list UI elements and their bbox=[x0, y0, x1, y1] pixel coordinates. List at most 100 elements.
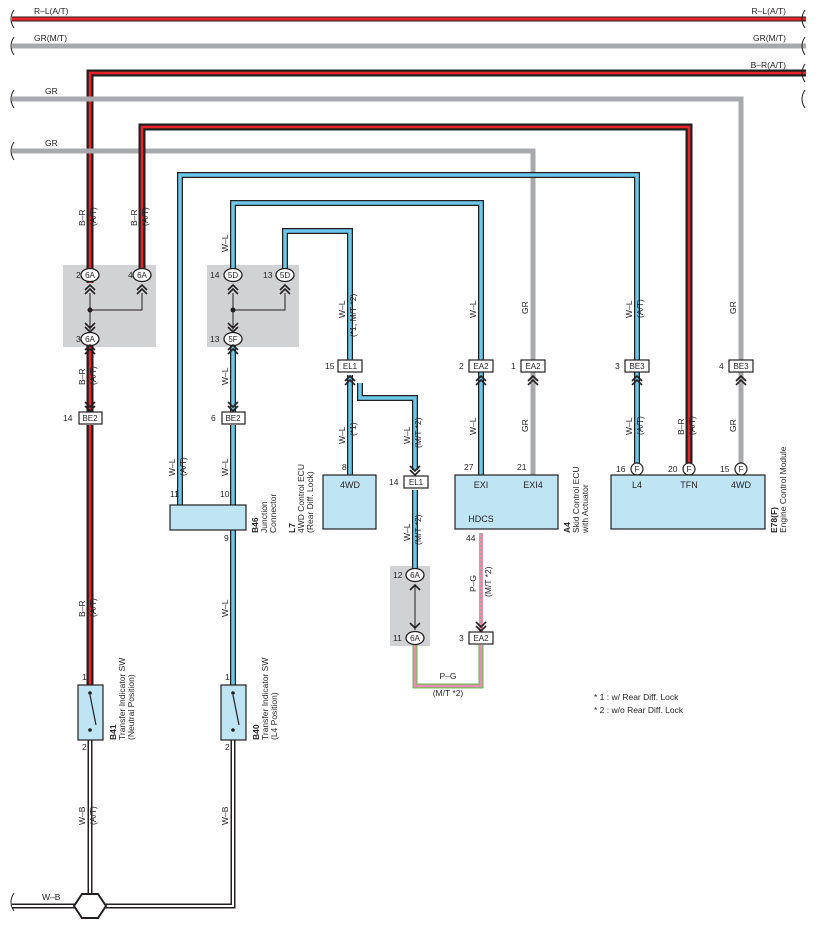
svg-text:BE2: BE2 bbox=[225, 414, 241, 423]
svg-text:W–L: W–L bbox=[167, 458, 177, 476]
e78-terminal-tfn: TFN bbox=[680, 480, 698, 490]
wire-gr-1 bbox=[12, 96, 744, 360]
svg-text:1: 1 bbox=[82, 672, 87, 682]
svg-text:(L4 Position): (L4 Position) bbox=[269, 692, 279, 740]
svg-text:W–L: W–L bbox=[337, 426, 347, 444]
svg-text:Skid Control ECU: Skid Control ECU bbox=[571, 466, 581, 533]
svg-text:W–L: W–L bbox=[220, 599, 230, 617]
e78-terminal-l4: L4 bbox=[632, 480, 642, 490]
svg-text:(M/T *2): (M/T *2) bbox=[413, 514, 423, 545]
wire-wb bbox=[12, 740, 236, 909]
svg-text:9: 9 bbox=[224, 533, 229, 543]
b46-junction-box bbox=[169, 504, 247, 531]
pin-numbers: 2 4 3 14 11 10 9 14 13 13 6 15 8 14 12 1… bbox=[63, 270, 730, 752]
svg-text:F: F bbox=[687, 465, 692, 474]
e78-terminal-4wd: 4WD bbox=[731, 480, 752, 490]
svg-text:(Neutral Position): (Neutral Position) bbox=[126, 674, 136, 740]
svg-text:4WD Control ECU: 4WD Control ECU bbox=[296, 464, 306, 533]
svg-text:(*1): (*1) bbox=[348, 422, 358, 436]
svg-text:(Rear Diff. Lock): (Rear Diff. Lock) bbox=[305, 471, 315, 533]
svg-text:BE3: BE3 bbox=[733, 362, 749, 371]
svg-text:Connector: Connector bbox=[268, 494, 278, 533]
svg-text:A4: A4 bbox=[562, 522, 572, 533]
svg-text:5F: 5F bbox=[228, 335, 237, 344]
svg-text:21: 21 bbox=[517, 462, 527, 472]
svg-text:3: 3 bbox=[615, 361, 620, 371]
svg-text:(A/T): (A/T) bbox=[88, 806, 98, 825]
svg-text:14: 14 bbox=[210, 270, 220, 280]
svg-text:2: 2 bbox=[76, 270, 81, 280]
svg-text:BE3: BE3 bbox=[629, 362, 645, 371]
a4-terminal-exi: EXI bbox=[474, 480, 489, 490]
svg-text:W–B: W–B bbox=[220, 806, 230, 825]
svg-text:2: 2 bbox=[225, 742, 230, 752]
vertical-wire-labels: B–R (A/T) B–R (A/T) B–R (A/T) B–R (A/T) … bbox=[77, 207, 738, 825]
chevron-marks bbox=[84, 283, 747, 633]
label-wb-ground: W–B bbox=[42, 892, 61, 902]
svg-text:6A: 6A bbox=[137, 271, 147, 280]
e78-ecm-box bbox=[610, 474, 766, 530]
svg-text:GR: GR bbox=[520, 419, 530, 432]
a4-terminal-hdcs: HDCS bbox=[468, 514, 494, 524]
svg-text:1: 1 bbox=[225, 672, 230, 682]
svg-text:13: 13 bbox=[210, 334, 220, 344]
svg-text:20: 20 bbox=[668, 464, 678, 474]
svg-text:15: 15 bbox=[325, 361, 335, 371]
svg-text:EA2: EA2 bbox=[473, 634, 489, 643]
svg-text:Transfer Indicator SW: Transfer Indicator SW bbox=[117, 658, 127, 740]
svg-text:W–L: W–L bbox=[402, 523, 412, 541]
svg-text:EL1: EL1 bbox=[409, 478, 424, 487]
ground-point bbox=[72, 893, 108, 919]
svg-text:5D: 5D bbox=[228, 271, 238, 280]
svg-text:Junction: Junction bbox=[259, 501, 269, 533]
svg-text:W–L: W–L bbox=[468, 417, 478, 435]
svg-text:EA2: EA2 bbox=[473, 362, 489, 371]
svg-text:B46: B46 bbox=[250, 517, 260, 533]
svg-text:(A/T): (A/T) bbox=[88, 366, 98, 385]
svg-text:11: 11 bbox=[170, 489, 179, 499]
wire-wl-group bbox=[177, 172, 640, 685]
svg-text:Transfer Indicator SW: Transfer Indicator SW bbox=[260, 658, 270, 740]
svg-text:1: 1 bbox=[511, 361, 516, 371]
wire-br-tfn bbox=[138, 123, 693, 463]
svg-text:(A/T): (A/T) bbox=[140, 207, 150, 226]
svg-text:8: 8 bbox=[342, 462, 347, 472]
svg-text:GR: GR bbox=[520, 301, 530, 314]
svg-text:W–L: W–L bbox=[220, 234, 230, 252]
svg-text:W–B: W–B bbox=[77, 806, 87, 825]
label-gr1: GR bbox=[45, 86, 58, 96]
svg-text:W–L: W–L bbox=[220, 367, 230, 385]
svg-text:3: 3 bbox=[76, 334, 81, 344]
svg-text:(A/T): (A/T) bbox=[635, 299, 645, 318]
svg-text:(A/T): (A/T) bbox=[635, 416, 645, 435]
svg-text:B41: B41 bbox=[108, 724, 118, 740]
svg-text:W–L: W–L bbox=[468, 300, 478, 318]
svg-text:4: 4 bbox=[719, 361, 724, 371]
svg-text:E78(F): E78(F) bbox=[769, 507, 779, 533]
b40-switch bbox=[220, 684, 247, 741]
svg-text:EA2: EA2 bbox=[525, 362, 541, 371]
svg-text:4: 4 bbox=[128, 270, 133, 280]
svg-text:3: 3 bbox=[459, 633, 464, 643]
svg-text:B–R: B–R bbox=[77, 368, 87, 385]
wire-gr-2 bbox=[12, 148, 536, 360]
svg-text:B–R: B–R bbox=[676, 418, 686, 435]
b41-switch bbox=[77, 684, 104, 741]
svg-text:14: 14 bbox=[389, 477, 399, 487]
svg-text:L7: L7 bbox=[287, 523, 297, 533]
a4-ecu-box bbox=[454, 474, 559, 530]
svg-text:GR: GR bbox=[728, 301, 738, 314]
connector-codes: 6A 6A 6A BE2 5D 5D 5F BE2 EL1 EL1 6A 6A … bbox=[82, 271, 749, 643]
wire-break-marks bbox=[10, 9, 806, 912]
svg-text:6A: 6A bbox=[85, 335, 95, 344]
svg-text:6: 6 bbox=[211, 413, 216, 423]
svg-text:(A/T): (A/T) bbox=[178, 457, 188, 476]
svg-text:6A: 6A bbox=[410, 634, 420, 643]
label-rl-right: R–L(A/T) bbox=[752, 6, 787, 16]
label-pg-bottom-note: (M/T *2) bbox=[433, 688, 464, 698]
svg-text:B–R: B–R bbox=[77, 209, 87, 226]
svg-text:(M/T *2): (M/T *2) bbox=[483, 566, 493, 597]
label-grm-right: GR(M/T) bbox=[753, 33, 786, 43]
label-gr2: GR bbox=[45, 138, 58, 148]
